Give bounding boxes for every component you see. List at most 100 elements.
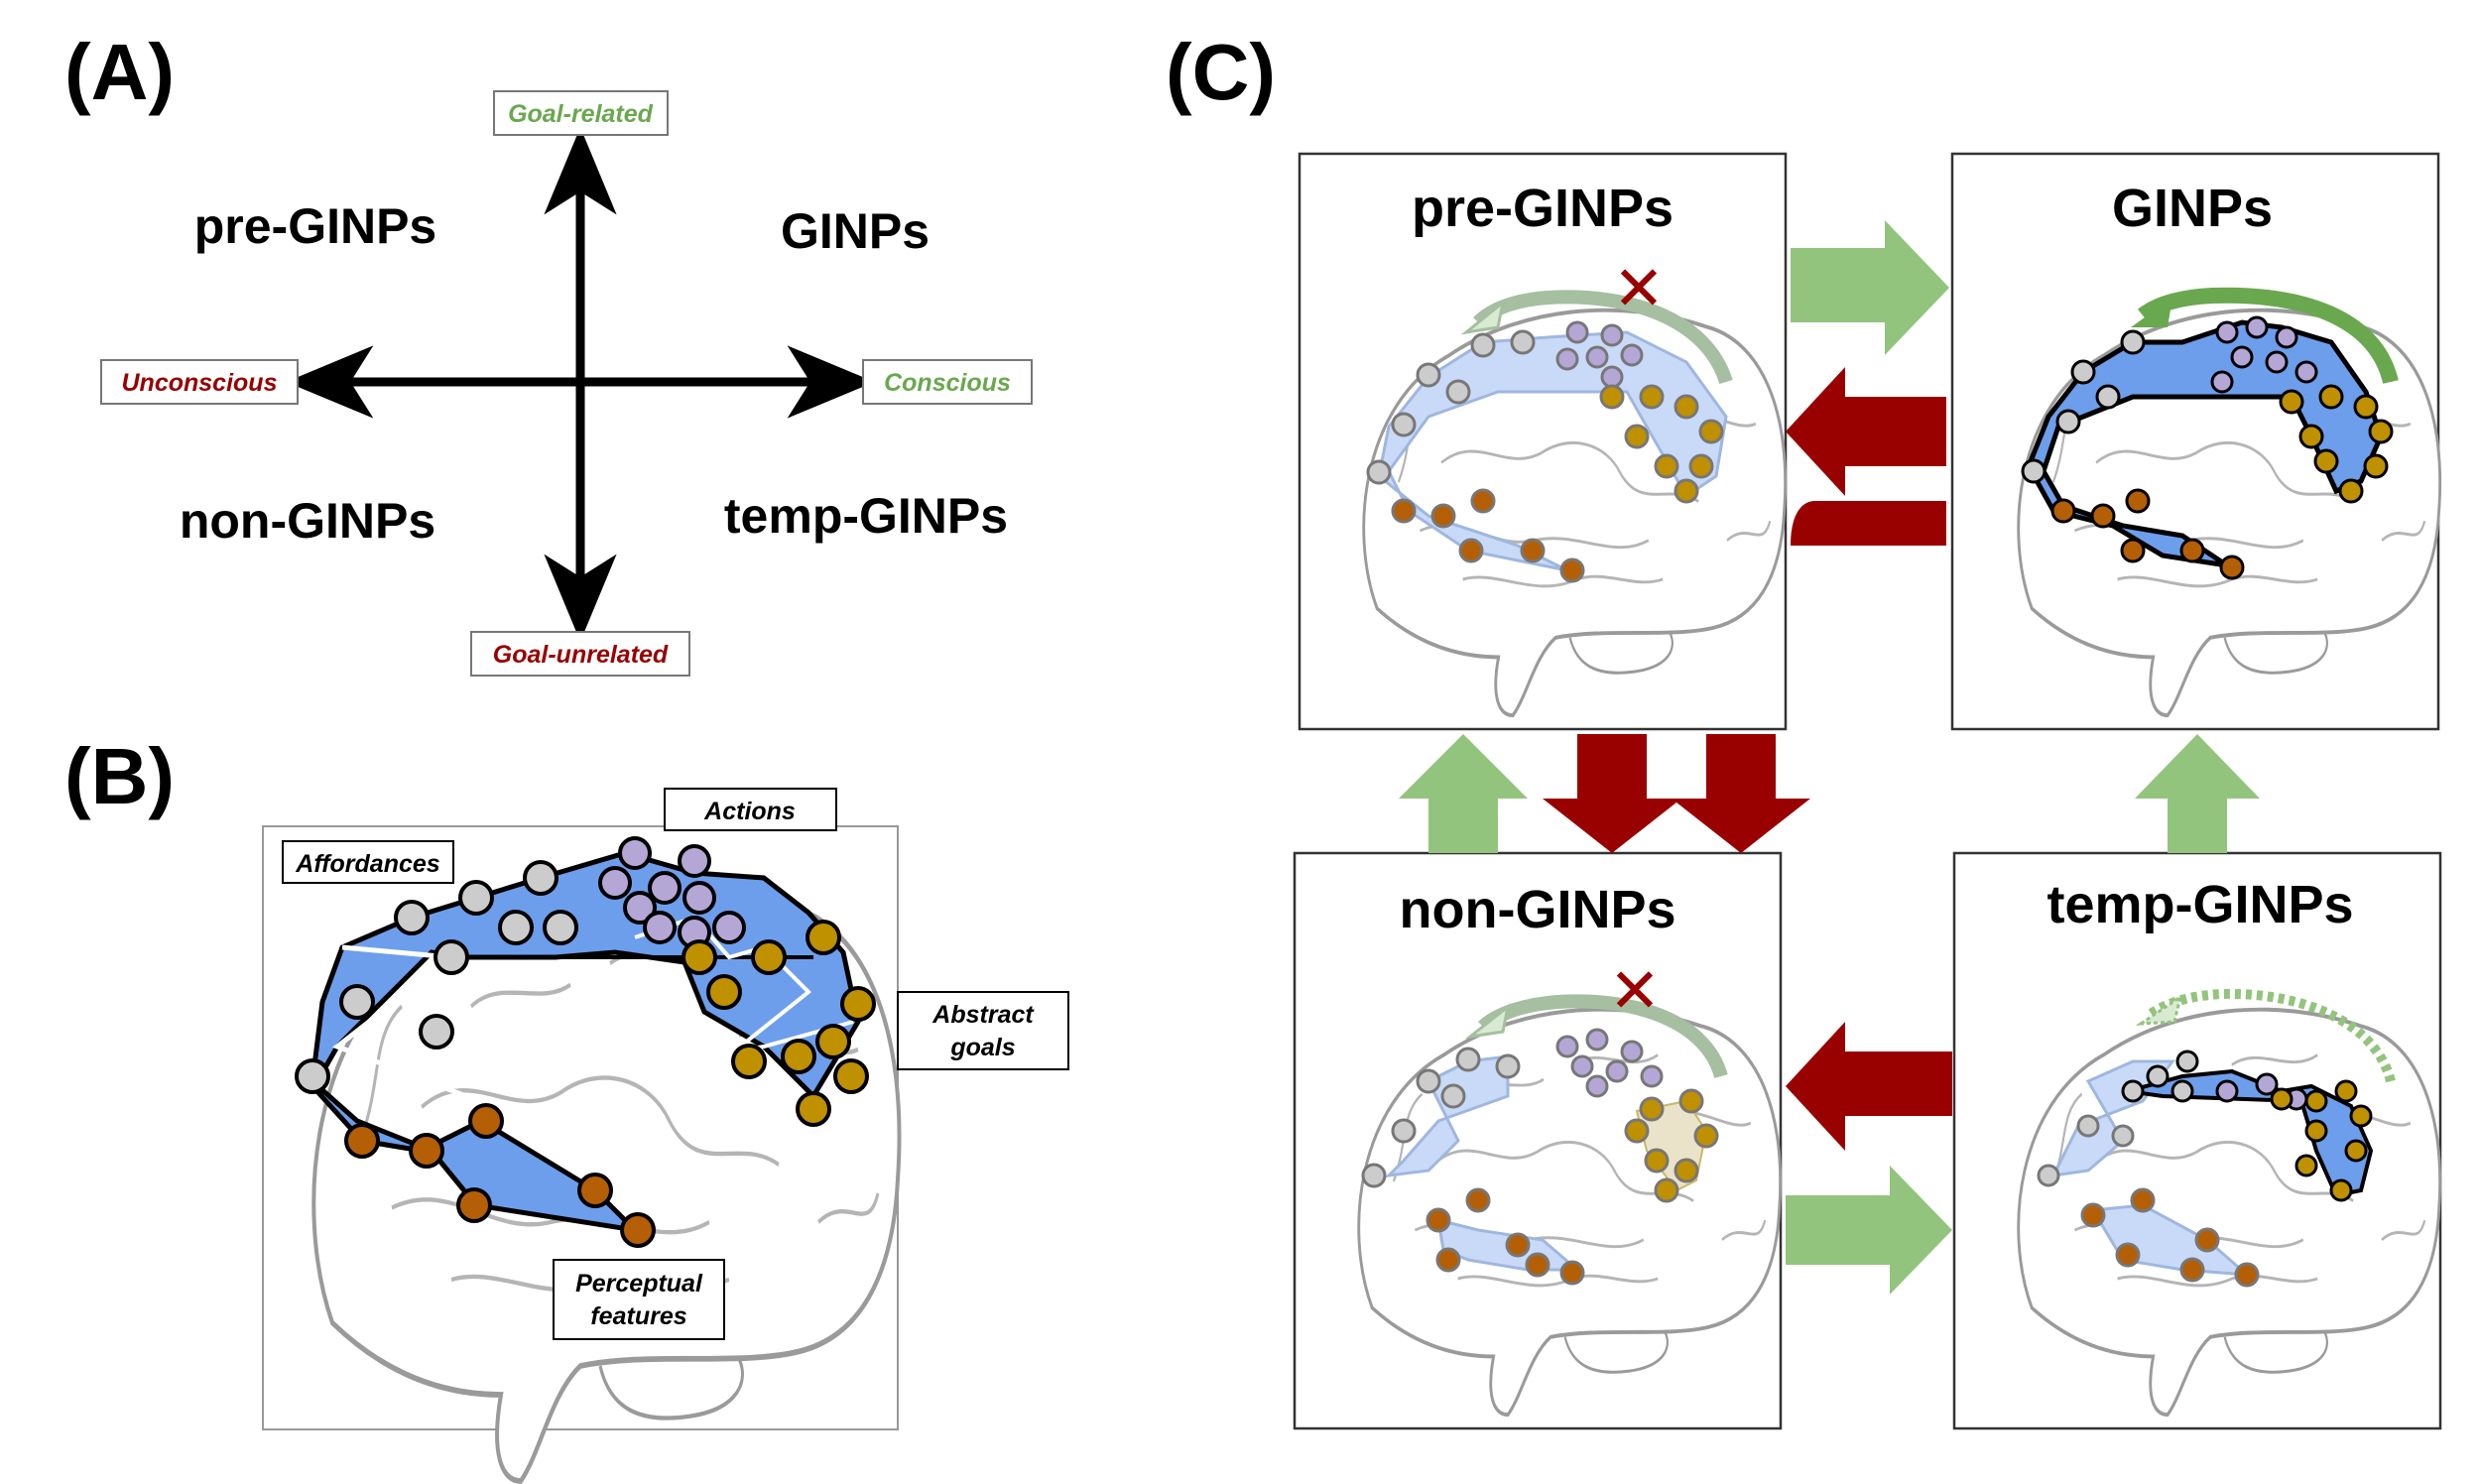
node-gold	[2294, 1154, 2318, 1177]
node-orange	[1505, 1232, 1531, 1258]
node-purple	[2215, 1079, 2239, 1103]
node-orange	[409, 1133, 444, 1169]
perceptual-features-box	[553, 1259, 725, 1340]
node-gray	[419, 1014, 454, 1050]
node-purple	[2215, 320, 2239, 344]
nodes-orange-temp	[2080, 1187, 2260, 1288]
node-purple	[1585, 345, 1609, 369]
node-gold	[1639, 1096, 1665, 1122]
node-gold	[731, 1044, 767, 1079]
node-gold	[1639, 384, 1665, 410]
node-orange	[1426, 1207, 1451, 1233]
quadrant-non-ginps: non-GINPs	[180, 493, 435, 549]
node-orange	[2050, 498, 2076, 524]
node-orange	[577, 1173, 613, 1208]
arrow-temp-to-ginps	[2135, 734, 2260, 853]
affordances-box	[282, 840, 454, 884]
node-purple	[1585, 1074, 1609, 1098]
node-gold	[840, 986, 876, 1022]
panel-c-label: (C)	[1166, 28, 1276, 116]
conscious-label: Conscious	[884, 369, 1011, 397]
node-orange	[1520, 538, 1546, 563]
node-purple	[2230, 345, 2254, 369]
node-purple	[1620, 343, 1644, 367]
node-gray	[2037, 1164, 2060, 1187]
node-gold	[2363, 453, 2389, 479]
node-gray	[1470, 332, 1496, 358]
node-gray	[1455, 1047, 1481, 1072]
node-orange	[620, 1212, 656, 1248]
node-orange	[1559, 557, 1585, 583]
feedback-arrowhead-pre	[1460, 299, 1506, 335]
node-gold	[2329, 1178, 2353, 1202]
node-gray	[2021, 458, 2046, 484]
node-gold	[2334, 1079, 2358, 1103]
node-purple	[1620, 1040, 1644, 1063]
node-gray	[2070, 359, 2096, 385]
node-orange	[1430, 503, 1456, 529]
node-orange	[1435, 1247, 1461, 1273]
quadrant-ginps: GINPs	[781, 203, 930, 259]
node-gold	[2304, 1089, 2328, 1113]
nodes-gold-non	[1624, 1088, 1719, 1203]
node-purple	[2275, 325, 2298, 349]
node-orange	[456, 1187, 492, 1223]
node-gold	[751, 939, 787, 975]
panel-b: (B)	[64, 732, 1069, 1481]
nodes-orange-ginps	[2050, 488, 2245, 580]
node-purple	[678, 844, 711, 878]
node-orange	[2219, 555, 2245, 580]
unconscious-box	[100, 359, 299, 405]
nodes-orange-pre	[1391, 488, 1585, 583]
state-title-temp-ginps: temp-GINPs	[2046, 875, 2353, 934]
conscious-box	[862, 359, 1033, 405]
abstract-goals-label-line1: Abstract	[931, 1001, 1035, 1029]
node-gray	[434, 939, 469, 975]
nodes-purple-non	[1555, 1028, 1664, 1098]
node-gray	[2121, 1079, 2145, 1103]
node-gold	[2313, 448, 2339, 474]
node-gold	[2270, 1087, 2294, 1111]
node-gold	[1688, 453, 1714, 479]
nodes-gold-b	[682, 920, 876, 1127]
feedback-arc-temp	[2148, 988, 2396, 1083]
network-non-mesh-gray	[1384, 1054, 1510, 1178]
nodes-orange-b	[344, 1103, 656, 1248]
state-title-non-ginps: non-GINPs	[1400, 880, 1676, 939]
node-orange	[2179, 1257, 2205, 1283]
feedback-arc-ginps	[2138, 287, 2399, 385]
node-orange	[2090, 503, 2116, 529]
node-gold	[1698, 419, 1724, 444]
arrow-pre-to-non-1	[1543, 734, 1681, 853]
node-gray	[339, 984, 375, 1020]
nodes-gray-pre	[1366, 329, 1536, 485]
node-purple	[1565, 320, 1589, 344]
perceptual-features-label-line2: features	[590, 1302, 686, 1330]
goal-unrelated-label: Goal-unrelated	[493, 641, 669, 669]
node-gold	[1674, 1158, 1699, 1183]
node-gold	[796, 1091, 831, 1127]
node-gold	[2298, 424, 2324, 449]
node-purple	[2265, 350, 2289, 374]
blocked-icon: ✕	[1613, 252, 1665, 324]
node-purple	[1555, 1035, 1579, 1058]
nodes-gold-pre	[1599, 384, 1724, 504]
state-title-pre-ginps: pre-GINPs	[1412, 179, 1674, 238]
node-gray	[2170, 1079, 2194, 1103]
node-purple	[1600, 323, 1624, 347]
network-b-edge-highlight	[331, 944, 470, 1153]
node-purple	[1605, 1059, 1629, 1083]
node-purple	[2255, 1072, 2279, 1096]
node-gray	[1366, 459, 1392, 485]
node-orange	[2130, 1187, 2156, 1213]
node-gray	[1445, 379, 1471, 405]
feedback-arrowhead-temp	[2135, 993, 2183, 1026]
panel-c: (C) pre-GINPs GINPs non-GINPs temp-GINPs	[1166, 28, 2442, 1430]
quadrant-pre-ginps: pre-GINPs	[194, 198, 437, 254]
node-gray	[1361, 1163, 1387, 1188]
goal-related-box	[493, 90, 669, 136]
node-orange	[2120, 538, 2146, 563]
node-gray	[1510, 329, 1536, 355]
node-gray	[2146, 1064, 2170, 1088]
node-orange	[2080, 1202, 2106, 1228]
